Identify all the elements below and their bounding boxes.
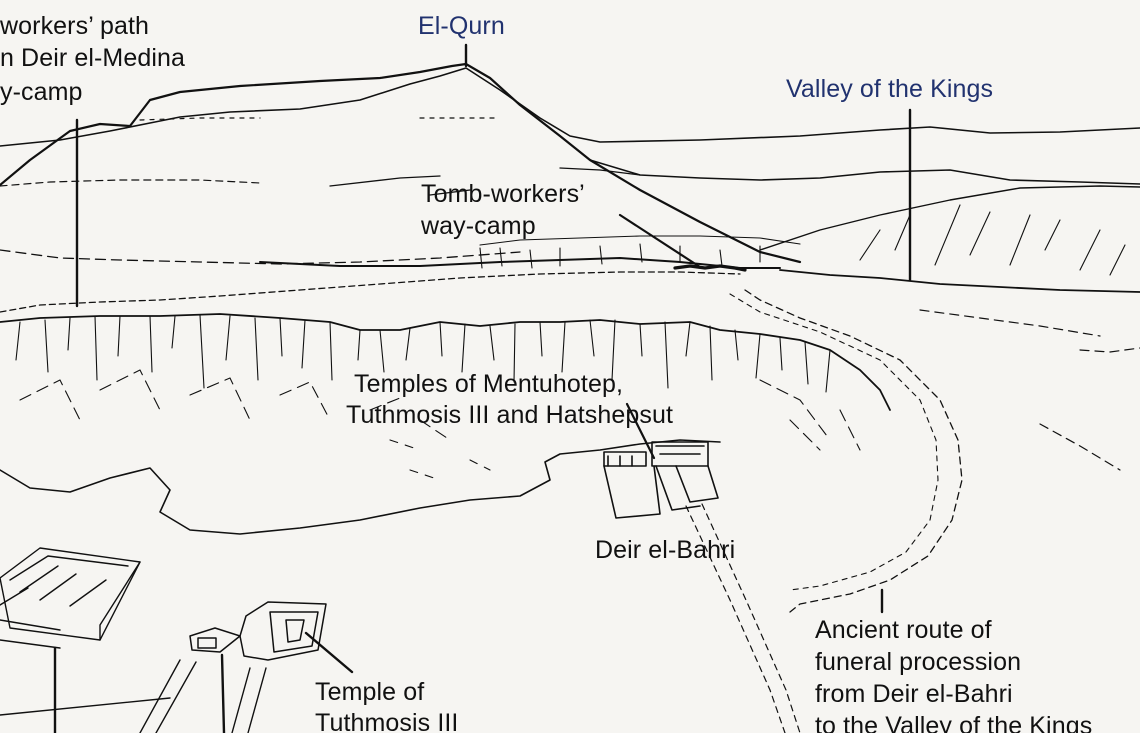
temple-tuthmosis-iii	[189, 601, 354, 733]
label-temples-2: Tuthmosis III and Hatshepsut	[346, 401, 674, 429]
label-workers-path-2: n Deir el-Medina	[0, 44, 186, 72]
valley-slope	[759, 185, 1140, 251]
valley-gullies	[859, 204, 1126, 276]
way-camp-pointer	[618, 213, 702, 269]
deir-el-bahri-temples	[603, 402, 719, 519]
cliff-scree	[19, 369, 861, 451]
label-way-camp-2: way-camp	[421, 212, 536, 240]
label-valley-of-the-kings: Valley of the Kings	[786, 75, 994, 103]
valley-hills	[589, 159, 1140, 185]
horizon-line	[0, 67, 1140, 147]
label-way-camp-1: Tomb-workers’	[421, 180, 585, 208]
label-temple-tuthmosis-2: Tuthmosis III	[315, 709, 459, 733]
valley-floor	[779, 269, 1140, 293]
mid-ridge	[0, 179, 261, 187]
funeral-route-inner	[729, 293, 939, 591]
label-deir-el-bahri: Deir el-Bahri	[595, 536, 736, 564]
mountain-terrace	[329, 167, 641, 196]
cliff-apron	[0, 439, 721, 535]
causeway-deir-el-bahri	[685, 503, 801, 733]
workers-path	[0, 271, 741, 313]
label-temple-tuthmosis-1: Temple of	[315, 678, 425, 706]
temple-complex-left	[0, 547, 171, 733]
upper-scarp	[139, 117, 501, 121]
label-route-3: from Deir el-Bahri	[815, 680, 1013, 708]
el-qurn-ridge	[0, 62, 802, 264]
way-camp-cluster	[673, 264, 747, 272]
label-route-4: to the Valley of the Kings	[815, 712, 1093, 733]
funeral-route	[744, 289, 963, 613]
temple-causeways	[139, 659, 267, 733]
label-workers-path-3: y-camp	[0, 78, 83, 106]
label-route-2: funeral procession	[815, 648, 1022, 676]
label-route-1: Ancient route of	[815, 616, 992, 644]
label-workers-path-1: workers’ path	[0, 12, 150, 40]
label-temples-1: Temples of Mentuhotep,	[354, 370, 624, 398]
cliff-verticals	[15, 314, 831, 393]
label-el-qurn: El-Qurn	[418, 12, 505, 40]
cliff-foot	[389, 439, 491, 481]
plateau-edge	[0, 249, 521, 265]
right-foreground	[919, 309, 1140, 471]
